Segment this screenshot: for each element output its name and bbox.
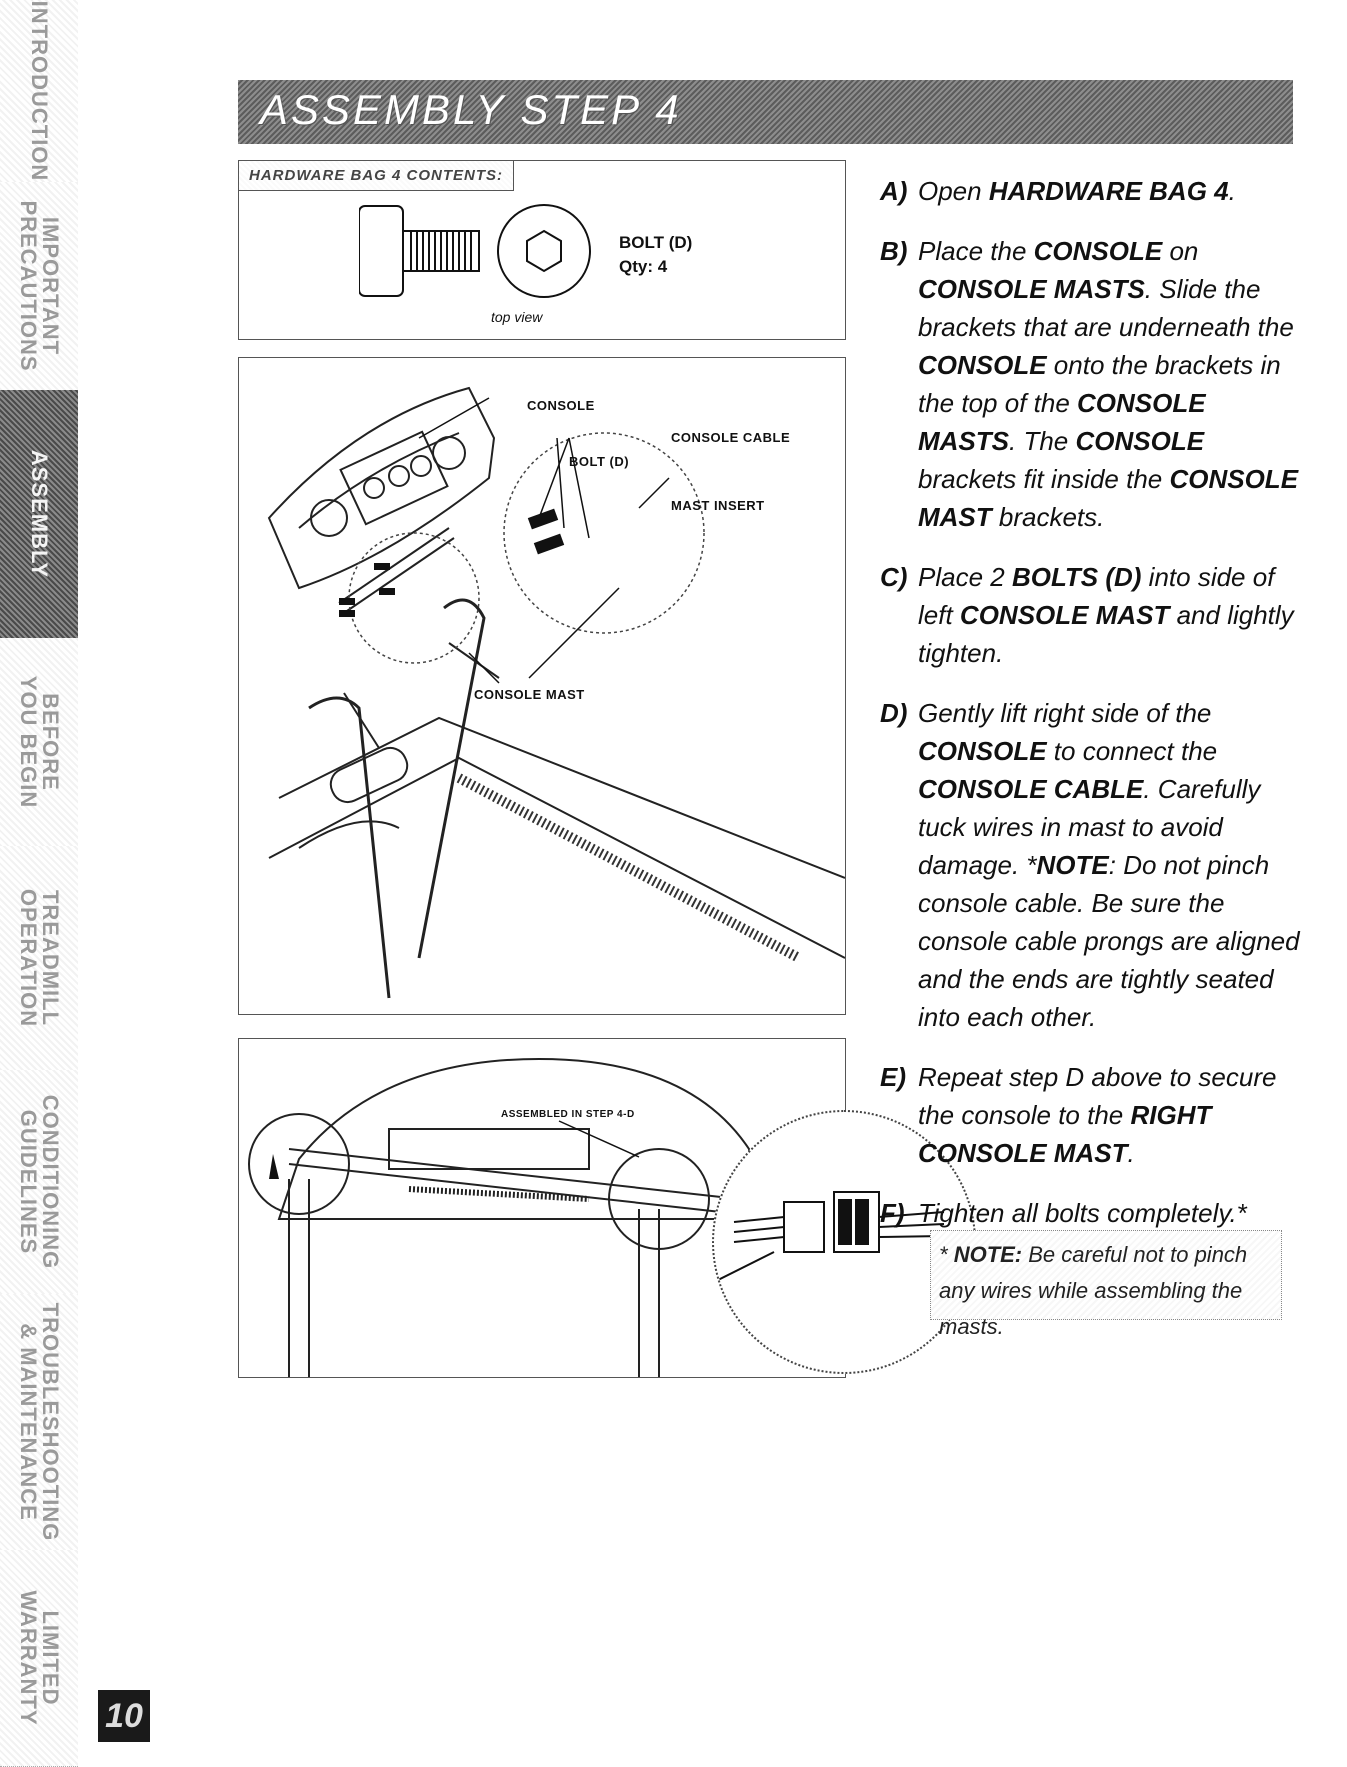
instruction-steps: A) Open HARDWARE BAG 4. B) Place the CONSO…: [880, 172, 1300, 1254]
step-text: onto the brackets in the top of the: [918, 350, 1281, 418]
tab-label: LIMITED WARRANTY: [16, 1590, 63, 1726]
tab-troubleshooting-maintenance[interactable]: TROUBLESHOOTING & MAINTENANCE: [0, 1294, 78, 1551]
step-text: Open: [918, 176, 989, 206]
step-bold: BOLTS (D): [1011, 562, 1142, 592]
step-text: .: [1127, 1138, 1135, 1168]
note-asterisk: *: [939, 1242, 954, 1267]
step-text: : Do not pinch console cable. Be sure th…: [918, 850, 1300, 1032]
tab-label: BEFORE YOU BEGIN: [16, 675, 63, 809]
tab-label: TROUBLESHOOTING & MAINTENANCE: [16, 1302, 63, 1542]
top-view-label: top view: [491, 309, 543, 325]
step-text: Place the: [918, 236, 1034, 266]
note-body: Be careful not to pinch any wires while …: [939, 1242, 1248, 1339]
step-letter: C): [880, 562, 908, 592]
step-d: D) Gently lift right side of the CONSOLE …: [880, 694, 1300, 1036]
callout-console-cable: CONSOLE CABLE: [671, 430, 791, 445]
step-text: and lightly tighten.: [918, 600, 1294, 668]
note-label: NOTE:: [953, 1242, 1023, 1267]
step-bold: CONSOLE MAST: [959, 600, 1170, 630]
step-bold: CONSOLE: [1075, 426, 1205, 456]
step-a: A) Open HARDWARE BAG 4.: [880, 172, 1300, 210]
page-title: ASSEMBLY STEP 4: [260, 86, 682, 133]
tab-label: ASSEMBLY: [27, 449, 52, 579]
tab-introduction[interactable]: INTRODUCTION: [0, 0, 78, 183]
hardware-contents-panel: HARDWARE BAG 4 CONTENTS: BOLT (D) Qty: 4…: [238, 160, 846, 340]
bolt-quantity: Qty: 4: [619, 257, 668, 276]
step-text: Repeat step D above to secure the consol…: [918, 1062, 1277, 1130]
tab-limited-warranty[interactable]: LIMITED WARRANTY: [0, 1550, 78, 1767]
step-text: . Carefully tuck wires in mast to avoid …: [918, 774, 1261, 880]
step-bold: CONSOLE: [918, 350, 1047, 380]
step-letter: B): [880, 236, 908, 266]
step-b: B)Place the CONSOLE on CONSOLE MASTS. Sl…: [880, 232, 1300, 536]
step-text: into side of left: [918, 562, 1275, 630]
cable-connector-icon: [714, 1191, 945, 1283]
bolt-name: BOLT (D): [619, 233, 693, 252]
page-number: 10: [98, 1690, 150, 1742]
console-rear-illustration: [248, 1057, 761, 1377]
callout-assembled: ASSEMBLED IN STEP 4-D: [501, 1109, 635, 1120]
tab-important-precautions[interactable]: IMPORTANT PRECAUTIONS: [0, 182, 78, 391]
callout-console-mast: CONSOLE MAST: [474, 687, 585, 702]
bolt-top-view-icon: [497, 204, 591, 298]
bolt-icon: [359, 205, 480, 297]
step-c: C) Place 2 BOLTS (D) into side of left CO…: [880, 558, 1300, 672]
step-text: brackets.: [991, 502, 1105, 532]
note-text: * NOTE: Be careful not to pinch any wire…: [939, 1237, 1275, 1345]
step-bold: RIGHT CONSOLE MAST: [918, 1100, 1212, 1168]
step-e: E) Repeat step D above to secure the cons…: [880, 1058, 1300, 1172]
tab-label: CONDITIONING GUIDELINES: [16, 1094, 63, 1270]
treadmill-console-illustration: [267, 386, 845, 999]
step-text: Place 2: [918, 562, 1012, 592]
step-letter: F): [880, 1198, 905, 1228]
hardware-title: HARDWARE BAG 4 CONTENTS:: [239, 161, 515, 191]
bolt-label: BOLT (D) Qty: 4: [619, 231, 692, 279]
section-header: ASSEMBLY STEP 4: [238, 80, 1293, 144]
step-bold: CONSOLE MAST: [918, 464, 1299, 532]
tab-before-you-begin[interactable]: BEFORE YOU BEGIN: [0, 638, 78, 847]
tab-label: INTRODUCTION: [27, 0, 52, 182]
step-letter: D): [880, 698, 908, 728]
callout-console: CONSOLE: [527, 398, 595, 413]
step-bold: NOTE: [1036, 850, 1109, 880]
step-bold: CONSOLE MASTS: [918, 274, 1145, 304]
step-text: brackets fit inside the: [918, 464, 1170, 494]
tab-label: TREADMILL OPERATION: [16, 888, 63, 1028]
tab-treadmill-operation[interactable]: TREADMILL OPERATION: [0, 846, 78, 1071]
callout-mast-insert: MAST INSERT: [671, 498, 765, 513]
step-bold: CONSOLE CABLE: [918, 774, 1144, 804]
console-assembly-diagram: CONSOLE CONSOLE CABLE BOLT (D) MAST INSE…: [238, 357, 846, 1015]
step-text: on: [1162, 236, 1199, 266]
step-text: .: [1228, 176, 1236, 206]
callout-bolt: BOLT (D): [569, 454, 630, 469]
step-bold: CONSOLE MASTS: [918, 388, 1206, 456]
step-letter: E): [880, 1062, 906, 1092]
step-text: to connect the: [1046, 736, 1218, 766]
tab-label: IMPORTANT PRECAUTIONS: [16, 200, 63, 372]
tab-assembly[interactable]: ASSEMBLY: [0, 390, 78, 639]
step-text: . Slide the brackets that are underneath…: [918, 274, 1294, 342]
step-f: F) Tighten all bolts completely.*: [880, 1194, 1300, 1232]
step-bold: HARDWARE BAG 4: [988, 176, 1229, 206]
step-text: . The: [1009, 426, 1076, 456]
step-text: Gently lift right side of the: [918, 698, 1212, 728]
side-navigation: INTRODUCTION IMPORTANT PRECAUTIONS ASSEM…: [0, 0, 78, 1767]
step-bold: CONSOLE: [1033, 236, 1163, 266]
note-box: * NOTE: Be careful not to pinch any wire…: [930, 1230, 1282, 1339]
step-text: Tighten all bolts completely.*: [918, 1198, 1247, 1228]
step-bold: CONSOLE: [918, 736, 1047, 766]
step-letter: A): [880, 176, 908, 206]
tab-conditioning-guidelines[interactable]: CONDITIONING GUIDELINES: [0, 1070, 78, 1295]
